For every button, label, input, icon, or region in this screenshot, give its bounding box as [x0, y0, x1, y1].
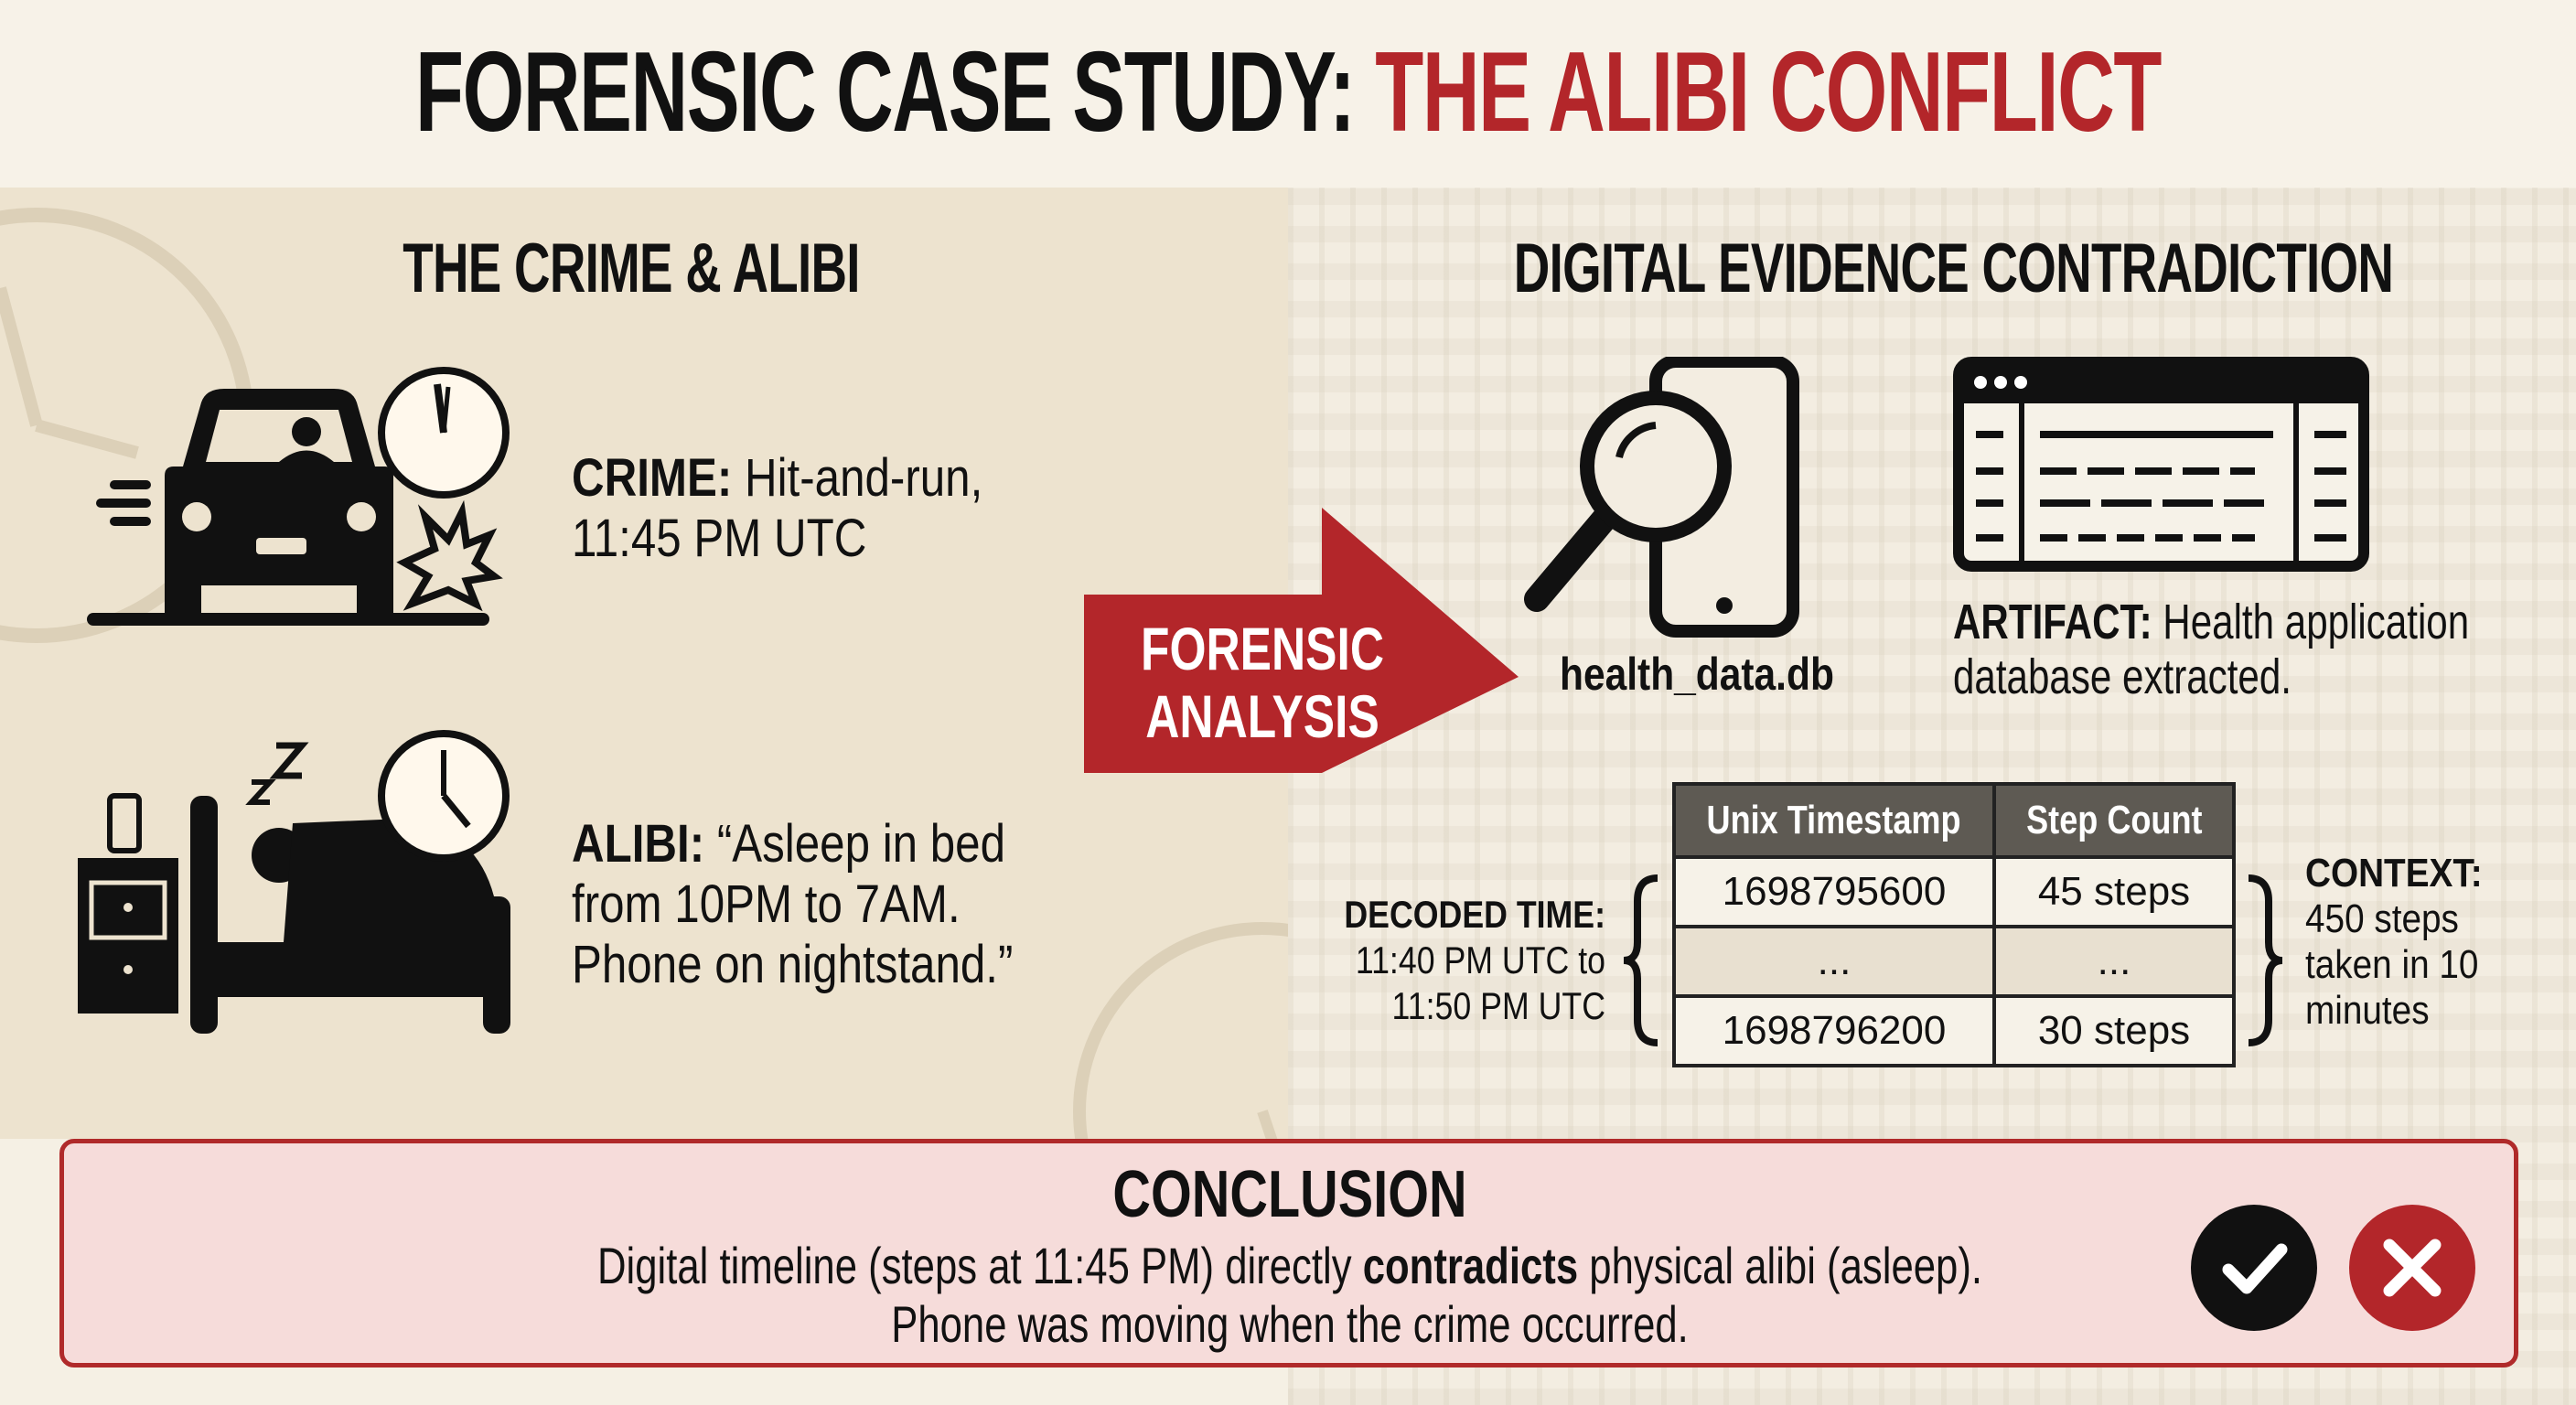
- right-brace-icon: [2248, 874, 2283, 1046]
- checkmark-icon: [2191, 1205, 2317, 1331]
- crime-text: CRIME: Hit-and-run,11:45 PM UTC: [572, 448, 983, 568]
- conclusion-heading: CONCLUSION: [1112, 1158, 1467, 1231]
- title-part2: THE ALIBI CONFLICT: [1375, 29, 2162, 156]
- table-row: ......: [1672, 925, 2236, 998]
- phone-magnifier-icon: [1524, 357, 1799, 638]
- x-mark-icon: [2349, 1205, 2475, 1331]
- car-crash-icon: [87, 389, 503, 626]
- title-band: [0, 0, 2576, 188]
- clock-icon: [378, 367, 510, 499]
- background-clock-icon: [1073, 922, 1288, 1139]
- table-header-row: Unix Timestamp Step Count: [1672, 782, 2236, 859]
- step-cell: 45 steps: [1992, 855, 2236, 928]
- column-header-cell: Step Count: [1992, 782, 2236, 859]
- section-heading-digital-evidence: DIGITAL EVIDENCE CONTRADICTION: [1513, 230, 2394, 307]
- timestamp-cell: 1698796200: [1672, 994, 1996, 1067]
- clock-icon: [378, 730, 510, 862]
- step-cell: 30 steps: [1992, 994, 2236, 1067]
- column-header-cell: Unix Timestamp: [1672, 782, 1996, 859]
- section-heading-crime-alibi: THE CRIME & ALIBI: [402, 230, 860, 307]
- conclusion-text: Digital timeline (steps at 11:45 PM) dir…: [596, 1237, 1983, 1353]
- database-window-icon: [1953, 357, 2369, 572]
- timestamp-cell: 1698795600: [1672, 855, 1996, 928]
- forensic-analysis-arrow: [1084, 508, 1519, 773]
- left-brace-icon: [1623, 874, 1658, 1046]
- conclusion-box: CONCLUSION Digital timeline (steps at 11…: [59, 1139, 2518, 1367]
- page-title: FORENSIC CASE STUDY: THE ALIBI CONFLICT: [386, 27, 2189, 157]
- step-cell: ...: [1992, 925, 2236, 998]
- column-header: Step Count: [2025, 798, 2203, 842]
- file-name: health_data.db: [1560, 649, 1834, 700]
- title-part1: FORENSIC CASE STUDY:: [414, 29, 1356, 156]
- column-header: Unix Timestamp: [1706, 798, 1962, 842]
- timestamp-cell: ...: [1672, 925, 1996, 998]
